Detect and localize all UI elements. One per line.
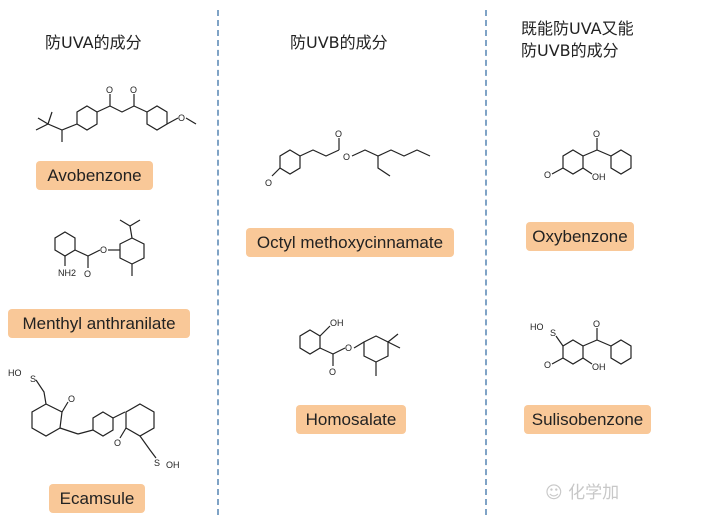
compound-label-menthyl-anthranilate: Menthyl anthranilate <box>8 309 190 338</box>
svg-text:O: O <box>130 85 137 95</box>
svg-text:S: S <box>550 328 556 338</box>
svg-text:O: O <box>593 319 600 329</box>
uva-uvb-header-line1: 既能防UVA又能 <box>521 19 634 38</box>
wechat-icon: ☺ <box>545 483 569 503</box>
svg-text:O: O <box>345 343 352 353</box>
svg-text:S: S <box>154 458 160 468</box>
menthyl-anthranilate-structure: NH2 O O <box>54 219 145 279</box>
svg-text:HO: HO <box>8 368 22 378</box>
column-divider <box>217 10 219 515</box>
column-divider <box>485 10 487 515</box>
svg-text:NH2: NH2 <box>58 268 76 278</box>
svg-text:O: O <box>68 394 75 404</box>
svg-text:OH: OH <box>592 362 606 372</box>
svg-text:O: O <box>84 269 91 279</box>
svg-text:OH: OH <box>166 460 180 470</box>
svg-text:O: O <box>343 152 350 162</box>
compound-label-sulisobenzone: Sulisobenzone <box>524 405 651 434</box>
compound-label-ecamsule: Ecamsule <box>49 484 145 513</box>
svg-text:O: O <box>100 245 107 255</box>
watermark: ☺ 化学加 <box>545 483 620 503</box>
svg-text:O: O <box>335 129 342 139</box>
svg-text:O: O <box>265 178 272 188</box>
compound-label-avobenzone: Avobenzone <box>36 161 153 190</box>
uva-header: 防UVA的成分 <box>45 33 142 52</box>
svg-text:OH: OH <box>592 172 606 182</box>
svg-text:O: O <box>114 438 121 448</box>
octyl-methoxycinnamate-structure: O O O <box>265 129 431 188</box>
svg-text:O: O <box>593 129 600 139</box>
avobenzone-structure: O O O <box>35 85 197 142</box>
compound-label-homosalate: Homosalate <box>296 405 406 434</box>
svg-text:O: O <box>329 367 336 377</box>
svg-text:HO: HO <box>530 322 544 332</box>
sulisobenzone-structure: HO S O OH O <box>530 319 632 372</box>
compound-label-octyl-methoxycinnamate: Octyl methoxycinnamate <box>246 228 454 257</box>
svg-text:O: O <box>544 170 551 180</box>
uvb-header: 防UVB的成分 <box>290 33 388 52</box>
svg-text:OH: OH <box>330 318 344 328</box>
svg-text:O: O <box>106 85 113 95</box>
compound-label-oxybenzone: Oxybenzone <box>526 222 634 251</box>
homosalate-structure: OH O O <box>299 318 401 377</box>
uva-uvb-header-line2: 防UVB的成分 <box>521 41 619 60</box>
ecamsule-structure: HO S O O S OH <box>8 368 180 470</box>
svg-text:S: S <box>30 374 36 384</box>
svg-text:O: O <box>178 113 185 123</box>
svg-text:O: O <box>544 360 551 370</box>
oxybenzone-structure: O OH O <box>544 129 632 182</box>
